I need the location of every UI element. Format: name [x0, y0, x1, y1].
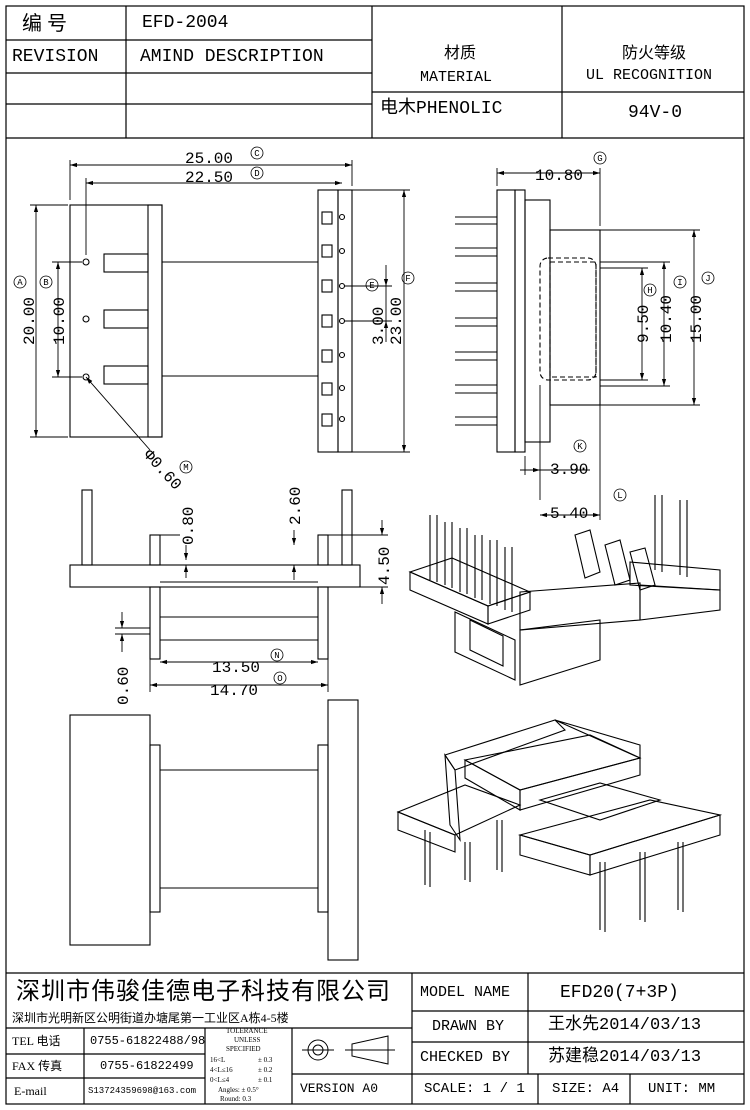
dim-15-00: 15.00	[688, 295, 706, 343]
dim-3-90: 3.90	[550, 461, 588, 479]
header-grid	[5, 5, 745, 1105]
tol-range-3: 0<L≤4	[210, 1076, 230, 1084]
side-view-marker-letters: G H I J K L	[577, 154, 710, 501]
dim-25-00: 25.00	[185, 150, 233, 168]
ul-value: 94V-0	[628, 103, 683, 123]
marker-o: O	[277, 674, 282, 684]
dim-22-50: 22.50	[185, 169, 233, 187]
dim-23-00: 23.00	[388, 297, 406, 345]
marker-n: N	[274, 651, 279, 661]
email-value: S13724359698@163.com	[88, 1086, 197, 1096]
checked-label: CHECKED BY	[420, 1049, 511, 1066]
checked-value: 苏建稳2014/03/13	[548, 1048, 702, 1067]
marker-f: F	[405, 274, 410, 284]
projection-symbol-icon	[302, 1035, 395, 1065]
dim-9-50: 9.50	[635, 305, 653, 343]
dim-0-60: 0.60	[115, 667, 133, 705]
size-label: SIZE: A4	[552, 1081, 620, 1097]
side-view	[455, 189, 601, 453]
dim-13-50: 13.50	[212, 659, 260, 677]
tol-round: Round: 0.3	[220, 1095, 252, 1103]
marker-b: B	[43, 278, 49, 288]
dim-10-80: 10.80	[535, 167, 583, 185]
material-cn: 材质	[444, 45, 477, 62]
tol-value-1: ± 0.3	[258, 1056, 273, 1064]
marker-c: C	[254, 149, 260, 159]
material-value: 电木PHENOLIC	[380, 99, 503, 119]
dim-5-40: 5.40	[550, 505, 588, 523]
side-view-markers	[573, 151, 715, 502]
tolerance-title: TOLERANCE	[226, 1027, 268, 1035]
ul-cn: 防火等级	[622, 45, 687, 62]
version-label: VERSION A0	[300, 1081, 379, 1096]
marker-m: M	[183, 463, 188, 473]
marker-g: G	[597, 154, 602, 164]
top-view-marker-letters: C D A B E F M	[17, 149, 410, 473]
marker-j: J	[705, 274, 710, 284]
tel-label: TEL 电话	[12, 1034, 61, 1048]
marker-i: I	[677, 278, 682, 288]
marker-a: A	[17, 278, 23, 288]
front-view-dim-labels: 0.80 2.60 4.50 0.60 13.50 14.70	[115, 487, 394, 705]
front-view-marker-letters: N O	[274, 651, 282, 684]
marker-h: H	[647, 286, 652, 296]
marker-e: E	[369, 281, 374, 291]
material-en: MATERIAL	[420, 69, 493, 86]
company-address: 深圳市光明新区公明街道办塘尾第一工业区A栋4-5楼	[12, 1011, 289, 1025]
tel-value: 0755-61822488/98	[90, 1034, 206, 1048]
dim-phi-0-60: Φ0.60	[139, 446, 185, 494]
scale-label: SCALE: 1 / 1	[424, 1081, 525, 1097]
top-view-markers	[13, 146, 415, 474]
front-view-markers	[270, 648, 287, 685]
fax-label: FAX 传真	[12, 1059, 63, 1073]
title-block-grid	[6, 972, 744, 1104]
marker-k: K	[577, 442, 583, 452]
top-view-dim-labels: 25.00 22.50 20.00 10.00 3.00 23.00 Φ0.60	[21, 150, 406, 494]
tol-value-2: ± 0.2	[258, 1066, 273, 1074]
unit-label: UNIT: MM	[648, 1081, 716, 1097]
isometric-view-bottom	[396, 719, 723, 932]
dim-0-80: 0.80	[180, 507, 198, 545]
drawn-value: 王水先2014/03/13	[548, 1016, 702, 1035]
dim-4-50: 4.50	[376, 547, 394, 585]
tolerance-unless: UNLESS	[234, 1036, 261, 1044]
isometric-view-top	[408, 495, 721, 686]
dim-14-70: 14.70	[210, 682, 258, 700]
fax-value: 0755-61822499	[100, 1059, 194, 1073]
code-value: EFD-2004	[142, 13, 229, 33]
side-view-dim-labels: 10.80 9.50 10.40 15.00 3.90 5.40	[535, 167, 706, 523]
tol-range-1: 16<L	[210, 1056, 226, 1064]
top-view	[69, 189, 353, 453]
tol-angles: Angles: ± 0.5°	[218, 1086, 259, 1094]
dim-3-00: 3.00	[370, 307, 388, 345]
email-label: E-mail	[14, 1084, 47, 1098]
ul-en: UL RECOGNITION	[586, 67, 713, 84]
front-view	[69, 489, 361, 660]
bottom-view	[69, 699, 359, 961]
code-label: 编 号	[22, 13, 67, 35]
dim-20-00: 20.00	[21, 297, 39, 345]
company-name: 深圳市伟骏佳德电子科技有限公司	[16, 979, 391, 1005]
dim-10-00: 10.00	[51, 297, 69, 345]
model-value: EFD20(7+3P)	[560, 983, 679, 1003]
dim-2-60: 2.60	[287, 487, 305, 525]
drawn-label: DRAWN BY	[432, 1018, 505, 1035]
description-label: AMIND DESCRIPTION	[140, 47, 324, 67]
model-label: MODEL NAME	[420, 984, 511, 1001]
tol-value-3: ± 0.1	[258, 1076, 273, 1084]
tolerance-specified: SPECIFIED	[226, 1045, 261, 1053]
side-view-dimensions	[496, 168, 700, 520]
marker-l: L	[617, 491, 622, 501]
marker-d: D	[254, 169, 259, 179]
top-view-dimensions	[30, 160, 410, 453]
front-view-dimensions	[115, 520, 388, 692]
revision-label: REVISION	[12, 47, 99, 67]
dim-10-40: 10.40	[658, 295, 676, 343]
tol-range-2: 4<L≤16	[210, 1066, 233, 1074]
